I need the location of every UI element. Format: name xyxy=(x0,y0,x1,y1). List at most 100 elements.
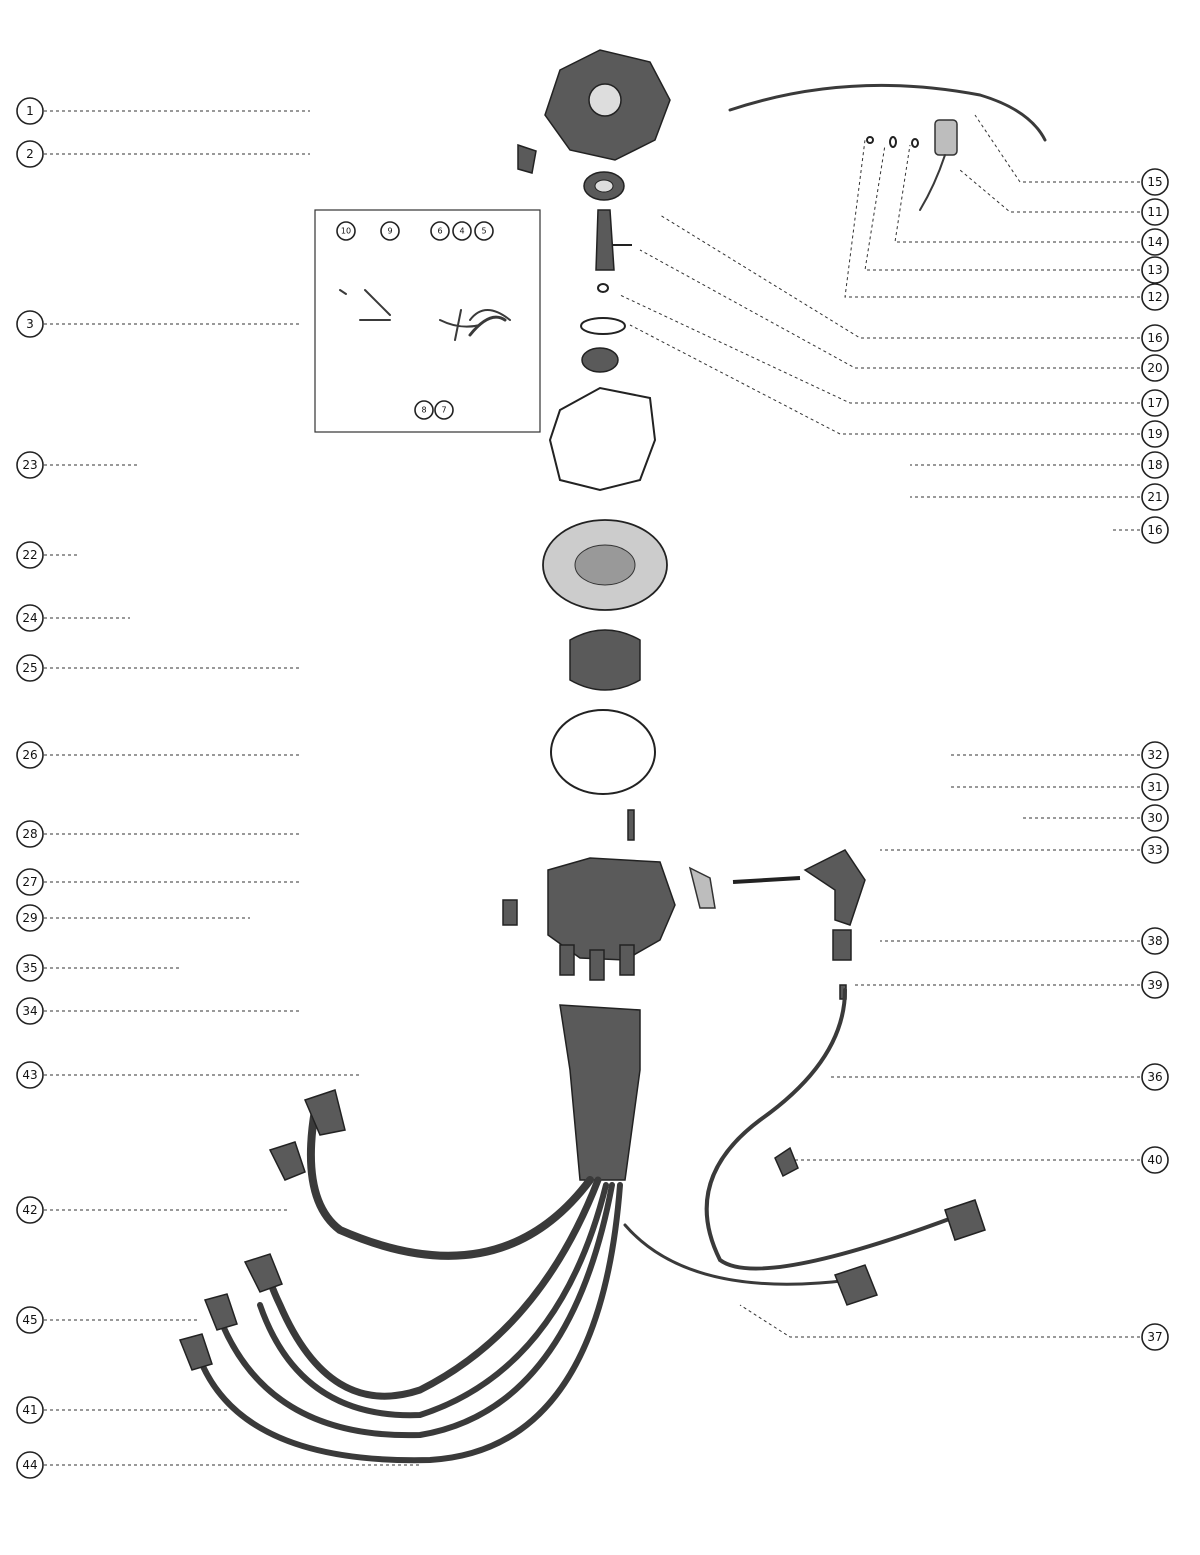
svg-text:43: 43 xyxy=(22,1068,37,1082)
callout-33: 33 xyxy=(1141,836,1169,864)
svg-text:3: 3 xyxy=(26,317,34,331)
washer xyxy=(597,283,609,293)
callout-43: 43 xyxy=(16,1061,44,1089)
cap-seal-ring xyxy=(550,709,656,795)
callout-45: 45 xyxy=(16,1306,44,1334)
svg-text:37: 37 xyxy=(1147,1330,1162,1344)
svg-text:23: 23 xyxy=(22,458,37,472)
svg-text:44: 44 xyxy=(22,1458,37,1472)
cap-screw xyxy=(627,809,635,841)
callout-41: 41 xyxy=(16,1396,44,1424)
callout-22: 22 xyxy=(16,541,44,569)
callout-35: 35 xyxy=(16,954,44,982)
inset-callout-7: 7 xyxy=(434,400,454,420)
callout-34: 34 xyxy=(16,997,44,1025)
distributor-cap xyxy=(547,857,676,961)
svg-text:40: 40 xyxy=(1147,1153,1162,1167)
inset-callout-5: 5 xyxy=(474,221,494,241)
callout-32: 32 xyxy=(1141,741,1169,769)
inset-frame xyxy=(314,209,541,433)
svg-text:21: 21 xyxy=(1147,490,1162,504)
svg-text:13: 13 xyxy=(1147,263,1162,277)
svg-text:14: 14 xyxy=(1147,235,1162,249)
spark-plug-lead-5 xyxy=(192,1182,623,1464)
svg-text:31: 31 xyxy=(1147,780,1162,794)
callout-2: 2 xyxy=(16,140,44,168)
plug-boot-3 xyxy=(243,1253,283,1293)
svg-text:2: 2 xyxy=(26,147,34,161)
callout-37: 37 xyxy=(1141,1323,1169,1351)
callout-38: 38 xyxy=(1141,927,1169,955)
callout-16-upper: 16 xyxy=(1141,324,1169,352)
svg-text:35: 35 xyxy=(22,961,37,975)
svg-text:41: 41 xyxy=(22,1403,37,1417)
svg-text:30: 30 xyxy=(1147,811,1162,825)
coil-tower-boot xyxy=(803,849,866,926)
svg-text:5: 5 xyxy=(481,227,486,236)
grommet xyxy=(774,1146,799,1178)
svg-text:11: 11 xyxy=(1147,205,1162,219)
breaker-plate-gasket xyxy=(548,386,657,492)
svg-text:20: 20 xyxy=(1147,361,1162,375)
callout-31: 31 xyxy=(1141,773,1169,801)
svg-text:6: 6 xyxy=(437,227,442,236)
spark-plug-lead-1 xyxy=(306,1106,594,1260)
callout-17: 17 xyxy=(1141,389,1169,417)
inset-callout-8: 8 xyxy=(414,400,434,420)
callout-24: 24 xyxy=(16,604,44,632)
callout-27: 27 xyxy=(16,868,44,896)
callout-18: 18 xyxy=(1141,451,1169,479)
svg-text:9: 9 xyxy=(387,227,392,236)
svg-text:39: 39 xyxy=(1147,978,1162,992)
callout-12: 12 xyxy=(1141,283,1169,311)
callout-29: 29 xyxy=(16,904,44,932)
spark-plug-lead-6 xyxy=(623,1223,852,1286)
callout-30: 30 xyxy=(1141,804,1169,832)
svg-text:15: 15 xyxy=(1147,175,1162,189)
callout-20: 20 xyxy=(1141,354,1169,382)
svg-text:10: 10 xyxy=(341,227,351,236)
plug-boot-1 xyxy=(303,1089,346,1136)
callout-28: 28 xyxy=(16,820,44,848)
svg-text:34: 34 xyxy=(22,1004,37,1018)
svg-text:33: 33 xyxy=(1147,843,1162,857)
callout-3: 3 xyxy=(16,310,44,338)
svg-text:24: 24 xyxy=(22,611,37,625)
wiring-harness-boot xyxy=(559,1004,641,1181)
terminal-boot xyxy=(832,929,852,961)
callout-13: 13 xyxy=(1141,256,1169,284)
spark-plug-lead-2 xyxy=(264,1176,602,1400)
svg-text:4: 4 xyxy=(459,227,464,236)
callout-15: 15 xyxy=(1141,168,1169,196)
plug-boot-5 xyxy=(178,1333,213,1371)
lower-bearing xyxy=(581,347,619,373)
callout-39: 39 xyxy=(1141,971,1169,999)
callout-21: 21 xyxy=(1141,483,1169,511)
svg-text:7: 7 xyxy=(441,406,446,415)
inset-callout-9: 9 xyxy=(380,221,400,241)
inset-callout-10: 10 xyxy=(336,221,356,241)
callout-42: 42 xyxy=(16,1196,44,1224)
clamp-bolt xyxy=(517,143,537,174)
svg-text:29: 29 xyxy=(22,911,37,925)
breaker-points-drawing xyxy=(339,289,511,341)
coil-lead xyxy=(704,988,962,1271)
svg-text:38: 38 xyxy=(1147,934,1162,948)
svg-text:32: 32 xyxy=(1147,748,1162,762)
callout-23: 23 xyxy=(16,451,44,479)
callout-11: 11 xyxy=(1141,198,1169,226)
plug-boot-2 xyxy=(268,1141,306,1181)
svg-text:8: 8 xyxy=(421,406,426,415)
primary-lead-wire xyxy=(728,83,1047,142)
spark-plug-lead-3 xyxy=(257,1182,609,1419)
spark-plug-lead-4 xyxy=(212,1182,615,1439)
right-leader-lines xyxy=(619,114,1140,1338)
callout-1: 1 xyxy=(16,97,44,125)
svg-text:19: 19 xyxy=(1147,427,1162,441)
plug-boot-6 xyxy=(834,1264,878,1306)
svg-text:22: 22 xyxy=(22,548,37,562)
svg-text:16: 16 xyxy=(1147,331,1162,345)
left-leader-lines xyxy=(44,110,420,1466)
svg-text:45: 45 xyxy=(22,1313,37,1327)
